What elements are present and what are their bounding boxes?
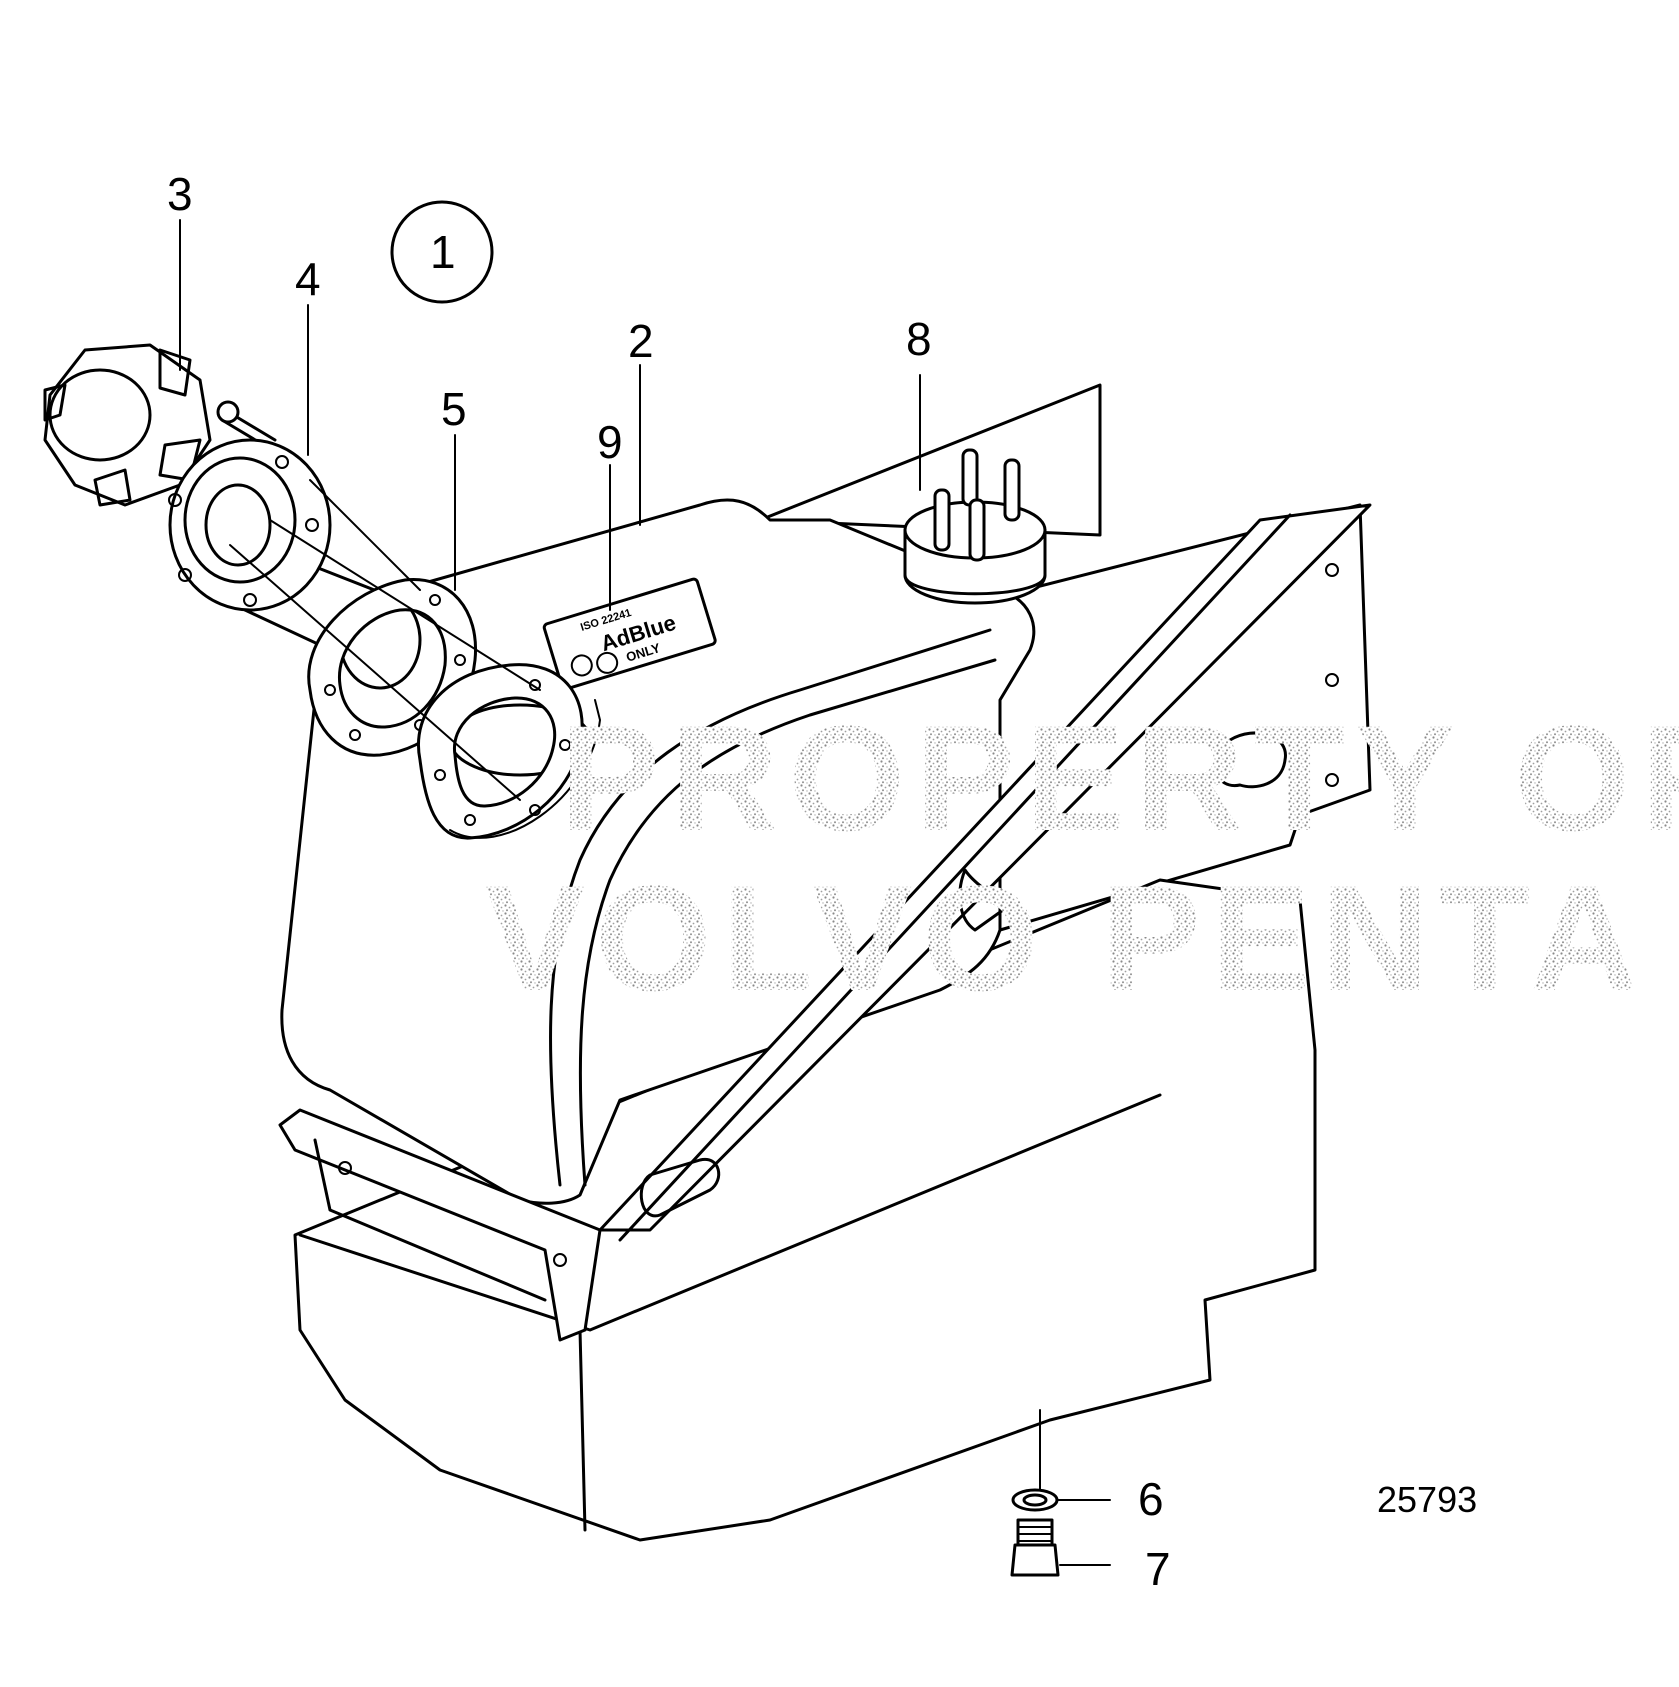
callout-2: 2 (628, 315, 654, 367)
leader-lines (179, 219, 1111, 1566)
drawing-number: 25793 (1377, 1479, 1477, 1520)
callout-7: 7 (1145, 1543, 1171, 1595)
callout-9: 9 (597, 416, 623, 468)
screw (216, 400, 277, 452)
watermark-line2: VOLVO PENTA (485, 854, 1648, 1022)
filler-cap (43, 343, 212, 507)
drain-plug (1010, 1518, 1060, 1577)
tank-flange (417, 663, 601, 840)
adblue-decal: ISO 22241 AdBlue ONLY (542, 577, 717, 691)
watermark: PROPERTY OF VOLVO PENTA (485, 694, 1679, 1022)
callout-5: 5 (441, 383, 467, 435)
callout-6: 6 (1138, 1473, 1164, 1525)
sender-unit (903, 448, 1047, 605)
callout-3: 3 (167, 168, 193, 220)
group-marker-label: 1 (430, 226, 456, 278)
alignment-lines (229, 479, 541, 801)
group-marker-circle (390, 200, 494, 304)
sealing-ring (1011, 1488, 1059, 1512)
callout-4: 4 (295, 253, 321, 305)
watermark-line1: PROPERTY OF (560, 694, 1679, 862)
filler-neck (168, 438, 422, 690)
callouts: 1 3 4 5 2 9 8 6 7 25793 (167, 168, 1477, 1595)
callout-8: 8 (906, 313, 932, 365)
